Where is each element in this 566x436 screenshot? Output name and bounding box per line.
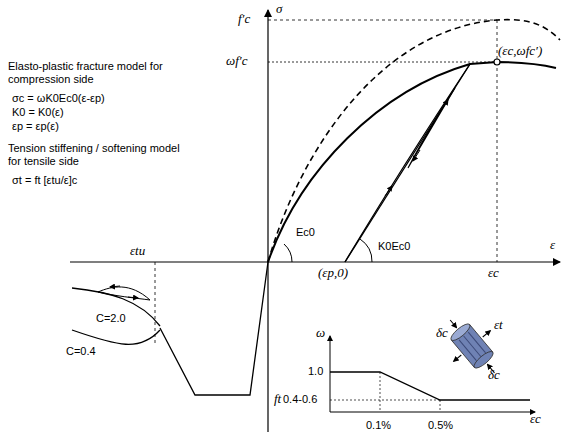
stress-label: δc bbox=[436, 326, 448, 339]
equation: σt = ft [εtu/ε]c bbox=[12, 174, 77, 187]
axis-label: σ bbox=[276, 2, 282, 15]
axis-label: ω bbox=[316, 326, 325, 339]
point-label: (εp,0) bbox=[318, 266, 348, 279]
axis-value: 1.0 bbox=[308, 365, 323, 378]
strain-label: εt bbox=[494, 318, 503, 331]
curve-label: C=2.0 bbox=[96, 312, 126, 325]
stress-label: δc bbox=[488, 368, 500, 381]
model-note: Elasto-plastic fracture model for compre… bbox=[8, 60, 183, 86]
stiffness-label: K0Ec0 bbox=[378, 240, 410, 253]
curve-label: C=0.4 bbox=[66, 345, 96, 358]
equation: K0 = K0(ε) bbox=[12, 106, 64, 119]
axis-value: 0.4-0.6 bbox=[283, 393, 317, 406]
model-note: Tension stiffening / softening model for… bbox=[8, 142, 183, 168]
axis-value: εc bbox=[488, 266, 499, 279]
axis-value: f′c bbox=[238, 12, 250, 25]
equation: εp = εp(ε) bbox=[12, 120, 59, 133]
axis-label: εc bbox=[530, 412, 541, 425]
axis-value: 0.1% bbox=[366, 419, 391, 432]
axis-value: εtu bbox=[130, 244, 145, 257]
axis-label: ε bbox=[550, 238, 555, 251]
point-label: (εc,ωfc′) bbox=[498, 44, 542, 57]
axis-value: ωf′c bbox=[226, 54, 247, 67]
axis-value: ft bbox=[274, 392, 281, 405]
stiffness-label: Ec0 bbox=[296, 226, 315, 239]
equation: σc = ωK0Ec0(ε-εp) bbox=[12, 92, 105, 105]
axis-value: 0.5% bbox=[428, 419, 453, 432]
